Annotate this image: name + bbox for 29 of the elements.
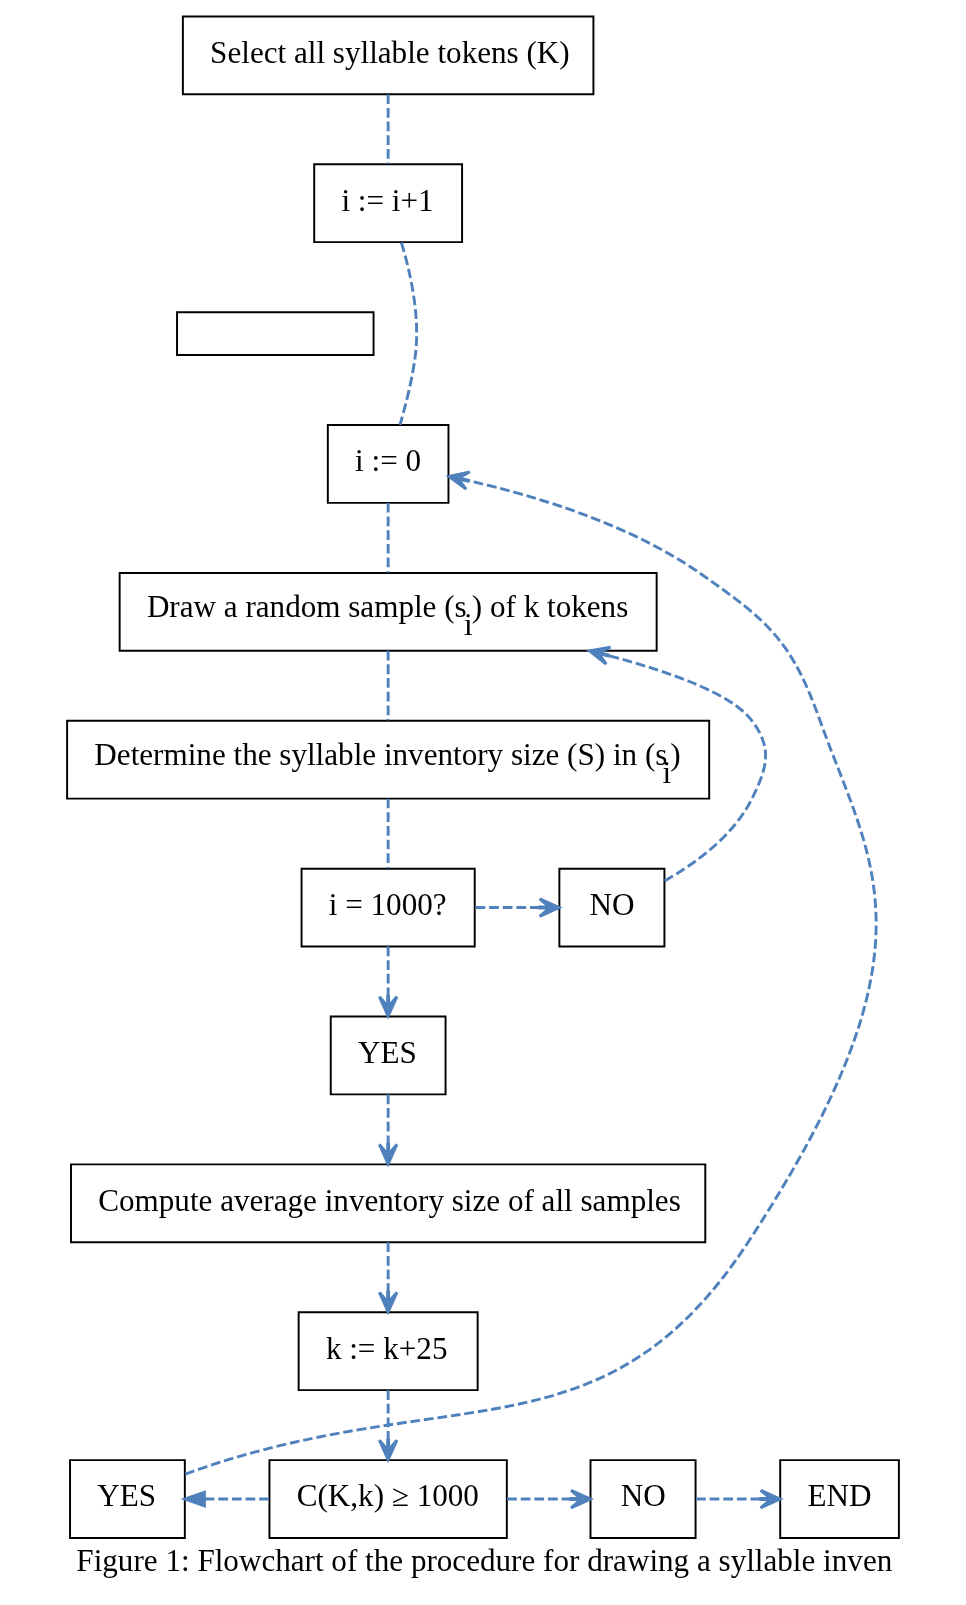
node-box (176, 311, 375, 356)
arrow (475, 897, 561, 918)
connector (386, 503, 390, 573)
node-box: Compute average inventory size of all samples (70, 1163, 707, 1244)
arrow (180, 1490, 270, 1508)
arrow (377, 1242, 399, 1314)
node-box: C(K,k) ≥ 1000 (268, 1459, 508, 1539)
connector (398, 242, 419, 426)
node-box: i = 1000? (300, 867, 476, 948)
node-box: END (779, 1459, 900, 1539)
node-box: NO (589, 1459, 697, 1539)
connector (386, 798, 390, 869)
arrow (588, 645, 767, 883)
arrow (377, 946, 399, 1018)
node-box: YES (69, 1459, 186, 1539)
connector (386, 650, 390, 721)
arrow (184, 470, 878, 1476)
node-box: k := k+25 (297, 1311, 479, 1392)
arrow (377, 1094, 399, 1166)
caption: Figure 1: Flowchart of the procedure for drawing a syllable inven (76, 1542, 893, 1578)
connector (386, 94, 390, 164)
arrow (507, 1488, 592, 1510)
arrow (696, 1488, 782, 1510)
node-box: Select all syllable tokens (K) (181, 15, 595, 96)
node-box: i := i+1 (313, 163, 464, 244)
node-box: i := 0 (326, 424, 450, 504)
arrow (377, 1390, 399, 1462)
node-box: YES (329, 1015, 447, 1096)
node-box: NO (558, 867, 666, 948)
